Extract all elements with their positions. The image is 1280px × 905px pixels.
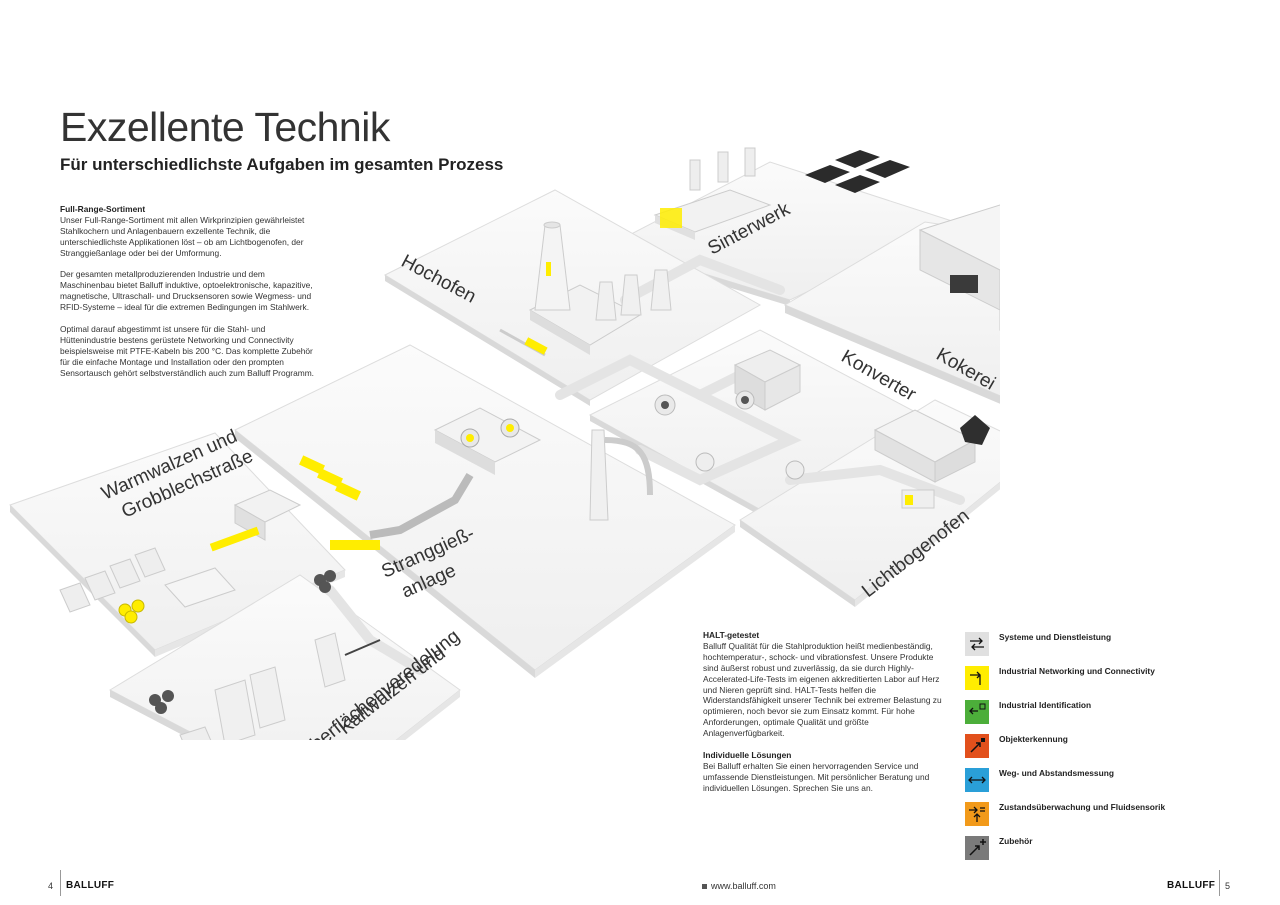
rfid-icon bbox=[965, 700, 989, 724]
balluff-logo-left: BALLUFF bbox=[66, 880, 115, 891]
steel-plant-illustration: Hochofen Sinterwerk Kokerei Konverter Li… bbox=[9, 147, 1000, 740]
platform-stranggiessanlage bbox=[234, 344, 736, 678]
page-number-left: 4 bbox=[48, 881, 54, 891]
page-title: Exzellente Technik bbox=[60, 104, 390, 150]
legend-item-zustand: Zustandsüberwachung und Fluidsensorik bbox=[965, 802, 1265, 826]
halt-heading: HALT-getestet bbox=[703, 630, 760, 640]
legend-item-systeme: Systeme und Dienstleistung bbox=[965, 632, 1265, 656]
solutions-paragraph: Bei Balluff erhalten Sie einen hervorrag… bbox=[703, 760, 930, 793]
intro-heading: Full-Range-Sortiment bbox=[60, 204, 146, 214]
legend-item-wegmessung: Weg- und Abstandsmessung bbox=[965, 768, 1265, 792]
intro-paragraph-1: Unser Full-Range-Sortiment mit allen Wir… bbox=[60, 214, 305, 258]
legend-label: Zubehör bbox=[999, 836, 1033, 846]
legend-label: Weg- und Abstandsmessung bbox=[999, 768, 1114, 778]
legend-label: Systeme und Dienstleistung bbox=[999, 632, 1112, 642]
continuous-casting-machine bbox=[299, 407, 653, 550]
footer-url[interactable]: www.balluff.com bbox=[702, 881, 776, 891]
footer-url-text[interactable]: www.balluff.com bbox=[711, 881, 776, 891]
coal-blocks bbox=[805, 150, 910, 193]
url-bullet-icon bbox=[702, 884, 707, 890]
accessory-icon bbox=[965, 836, 989, 860]
electric-arc-furnace bbox=[873, 409, 990, 509]
halt-text: HALT-getestet Balluff Qualität für die S… bbox=[703, 630, 943, 804]
legend-item-networking: Industrial Networking und Connectivity bbox=[965, 666, 1265, 690]
platform-kaltwalzen bbox=[108, 574, 461, 740]
intro-paragraph-3: Optimal darauf abgestimmt ist unsere für… bbox=[60, 323, 315, 378]
object-icon bbox=[965, 734, 989, 758]
footer-divider-right bbox=[1219, 870, 1220, 896]
page-subtitle: Für unterschiedlichste Aufgaben im gesam… bbox=[60, 155, 504, 174]
coke-oven-building bbox=[918, 204, 1000, 331]
arrows-icon bbox=[965, 632, 989, 656]
halt-paragraph: Balluff Qualität für die Stahlproduktion… bbox=[703, 640, 942, 739]
distance-icon bbox=[965, 768, 989, 792]
sinter-plant-machine bbox=[653, 147, 772, 240]
network-icon bbox=[965, 666, 989, 690]
intro-text: Full-Range-Sortiment Unser Full-Range-So… bbox=[60, 204, 320, 389]
legend-label: Industrial Identification bbox=[999, 700, 1092, 710]
legend-label: Objekterkennung bbox=[999, 734, 1068, 744]
legend-label: Industrial Networking und Connectivity bbox=[999, 666, 1155, 676]
page-number-right: 5 bbox=[1225, 881, 1231, 891]
cold-rolling-mill bbox=[149, 632, 381, 740]
legend-item-zubehoer: Zubehör bbox=[965, 836, 1265, 860]
hot-rolling-mill bbox=[59, 489, 336, 624]
blast-furnace bbox=[499, 221, 672, 357]
footer-divider-left bbox=[60, 870, 61, 896]
condition-icon bbox=[965, 802, 989, 826]
legend-item-objekterkennung: Objekterkennung bbox=[965, 734, 1265, 758]
legend-item-identification: Industrial Identification bbox=[965, 700, 1265, 724]
converter-machines bbox=[654, 349, 805, 480]
balluff-logo-right: BALLUFF bbox=[1167, 880, 1216, 891]
solutions-heading: Individuelle Lösungen bbox=[703, 749, 792, 760]
legend-label: Zustandsüberwachung und Fluidsensorik bbox=[999, 802, 1166, 812]
intro-paragraph-2: Der gesamten metallproduzierenden Indust… bbox=[60, 269, 313, 313]
